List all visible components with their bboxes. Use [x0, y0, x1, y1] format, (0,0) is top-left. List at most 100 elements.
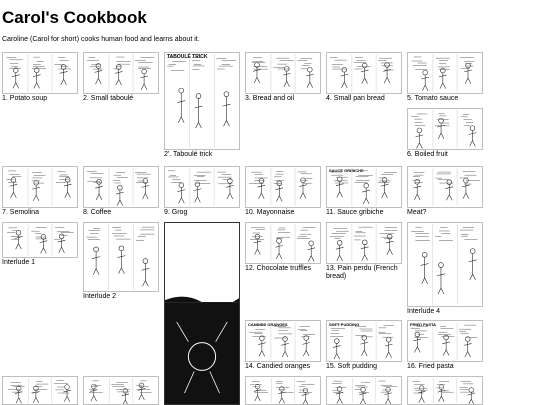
- comic-thumbnail[interactable]: [83, 52, 159, 94]
- recipe-card-small-pan-bread[interactable]: 4. Small pan bread: [326, 52, 402, 103]
- comic-thumbnail[interactable]: [326, 222, 402, 264]
- recipe-title[interactable]: Interlude 2: [83, 293, 117, 300]
- comic-thumbnail[interactable]: SOFT PUDDING: [326, 320, 402, 362]
- recipe-title[interactable]: 13. Pain perdu (French bread): [326, 265, 398, 280]
- sketch-figure: [468, 253, 477, 281]
- comic-thumbnail[interactable]: [164, 222, 240, 405]
- comic-thumbnail[interactable]: [245, 52, 321, 94]
- sketch-figure: [257, 340, 266, 357]
- recipe-title[interactable]: 1. Potato soup: [2, 95, 48, 102]
- recipe-title[interactable]: Interlude 1: [2, 259, 36, 266]
- sketch-figure: [437, 389, 446, 402]
- recipe-card-bread-and-oil[interactable]: 3. Bread and oil: [245, 52, 321, 103]
- comic-sketch: [87, 53, 155, 93]
- comic-thumbnail[interactable]: [83, 376, 159, 405]
- recipe-title[interactable]: 8. Coffee: [83, 209, 112, 216]
- recipe-card-mayonnaise[interactable]: 10. Mayonnaise: [245, 166, 321, 217]
- sketch-head: [384, 62, 390, 68]
- recipe-title[interactable]: Meat?: [407, 209, 427, 216]
- comic-thumbnail[interactable]: [2, 166, 78, 208]
- recipe-card-semolina[interactable]: 7. Semolina: [2, 166, 78, 217]
- recipe-card-meat[interactable]: Meat?: [407, 166, 483, 217]
- comic-thumbnail[interactable]: [407, 52, 483, 94]
- comic-thumbnail[interactable]: [407, 222, 483, 307]
- recipe-card-boiled-fruit[interactable]: 6. Boiled fruit: [407, 108, 483, 159]
- recipe-card-chocolate-truffles[interactable]: 12. Chocolate truffles: [245, 222, 321, 273]
- recipe-title[interactable]: 4. Small pan bread: [326, 95, 385, 102]
- comic-thumbnail[interactable]: SAUCE GRIBICHE: [326, 166, 402, 208]
- comic-thumbnail[interactable]: FRIED PASTA: [407, 320, 483, 362]
- recipe-card-partial-3[interactable]: [245, 376, 321, 405]
- sketch-head: [337, 176, 343, 182]
- recipe-card-potato-soup[interactable]: 1. Potato soup: [2, 52, 78, 103]
- comic-thumbnail[interactable]: [245, 166, 321, 208]
- recipe-title[interactable]: 2. Small taboulé: [83, 95, 134, 102]
- recipe-title[interactable]: 16. Fried pasta: [407, 363, 454, 370]
- comic-thumbnail[interactable]: [245, 222, 321, 264]
- sketch-head: [116, 64, 122, 70]
- recipe-card-partial-5[interactable]: [407, 376, 483, 405]
- comic-thumbnail[interactable]: [245, 376, 321, 405]
- recipe-title[interactable]: 5. Tomato sauce: [407, 95, 459, 102]
- comic-thumbnail[interactable]: TABOULÉ TRICK: [164, 52, 240, 150]
- sketch-head: [282, 336, 288, 342]
- recipe-title[interactable]: 3. Bread and oil: [245, 95, 295, 102]
- comic-thumbnail[interactable]: CANDIED ORANGES: [245, 320, 321, 362]
- comic-thumbnail[interactable]: [407, 108, 483, 150]
- comic-thumbnail[interactable]: [2, 376, 78, 405]
- recipe-card-grog[interactable]: 9. Grog: [164, 166, 240, 217]
- recipe-card-partial-4[interactable]: [326, 376, 402, 405]
- recipe-card-fried-pasta[interactable]: FRIED PASTA 16. Fried pasta: [407, 320, 483, 371]
- recipe-title[interactable]: 2'. Taboulé trick: [164, 151, 213, 158]
- recipe-card-partial-1[interactable]: [2, 376, 78, 405]
- sketch-figure: [362, 188, 371, 204]
- recipe-title[interactable]: 7. Semolina: [2, 209, 39, 216]
- recipe-title[interactable]: 14. Candied oranges: [245, 363, 310, 370]
- comic-thumbnail[interactable]: [164, 166, 240, 208]
- comic-thumbnail[interactable]: [407, 376, 483, 405]
- sketch-head: [178, 182, 185, 188]
- sketch-head: [362, 239, 368, 245]
- recipe-title[interactable]: 10. Mayonnaise: [245, 209, 295, 216]
- recipe-title[interactable]: 9. Grog: [164, 209, 188, 216]
- comic-thumbnail[interactable]: [2, 52, 78, 94]
- recipe-card-interlude-4[interactable]: Interlude 4: [407, 222, 483, 316]
- comic-sketch: [6, 53, 71, 93]
- recipe-card-interlude-1[interactable]: Interlude 1: [2, 222, 78, 267]
- comic-thumbnail[interactable]: [326, 52, 402, 94]
- recipe-card-partial-2[interactable]: [83, 376, 159, 405]
- recipe-card-interlude-2[interactable]: Interlude 2: [83, 222, 159, 301]
- comic-sketch: [330, 321, 394, 361]
- recipe-title[interactable]: 12. Chocolate truffles: [245, 265, 312, 272]
- recipe-card-candied-oranges[interactable]: CANDIED ORANGES 14. Candied oranges: [245, 320, 321, 371]
- comic-thumbnail[interactable]: [326, 376, 402, 405]
- sketch-head: [33, 180, 39, 186]
- recipe-title[interactable]: 15. Soft pudding: [326, 363, 377, 370]
- recipe-card-soft-pudding[interactable]: SOFT PUDDING 15. Soft pudding: [326, 320, 402, 371]
- recipe-card-interlude-3[interactable]: [164, 222, 240, 405]
- recipe-card-small-taboule[interactable]: 2. Small taboulé: [83, 52, 159, 103]
- recipe-title[interactable]: 11. Sauce gribiche: [326, 209, 384, 216]
- sketch-head: [414, 179, 420, 185]
- comic-sketch: [7, 223, 74, 257]
- recipe-card-taboule-trick[interactable]: TABOULÉ TRICK 2'. Taboulé trick: [164, 52, 240, 159]
- sketch-figure: [275, 185, 284, 202]
- recipe-card-sauce-gribiche[interactable]: SAUCE GRIBICHE 11. Sauce gribiche: [326, 166, 402, 217]
- recipe-title[interactable]: Interlude 4: [407, 308, 441, 315]
- comic-sketch: [329, 53, 394, 93]
- sketch-head: [259, 335, 265, 341]
- comic-thumbnail[interactable]: [2, 222, 78, 258]
- comic-thumbnail[interactable]: [83, 166, 159, 208]
- sketch-head: [308, 240, 314, 247]
- recipe-card-coffee[interactable]: 8. Coffee: [83, 166, 159, 217]
- comic-thumbnail[interactable]: [407, 166, 483, 208]
- comic-thumbnail[interactable]: [83, 222, 159, 292]
- recipe-card-tomato-sauce[interactable]: 5. Tomato sauce: [407, 52, 483, 103]
- recipe-title[interactable]: 6. Boiled fruit: [407, 151, 448, 158]
- comic-sketch: [411, 224, 478, 305]
- recipe-card-pain-perdu[interactable]: 13. Pain perdu (French bread): [326, 222, 402, 281]
- sketch-head: [385, 386, 391, 393]
- sketch-figure: [464, 67, 472, 84]
- sketch-figure: [413, 336, 422, 353]
- sketch-head: [64, 384, 70, 390]
